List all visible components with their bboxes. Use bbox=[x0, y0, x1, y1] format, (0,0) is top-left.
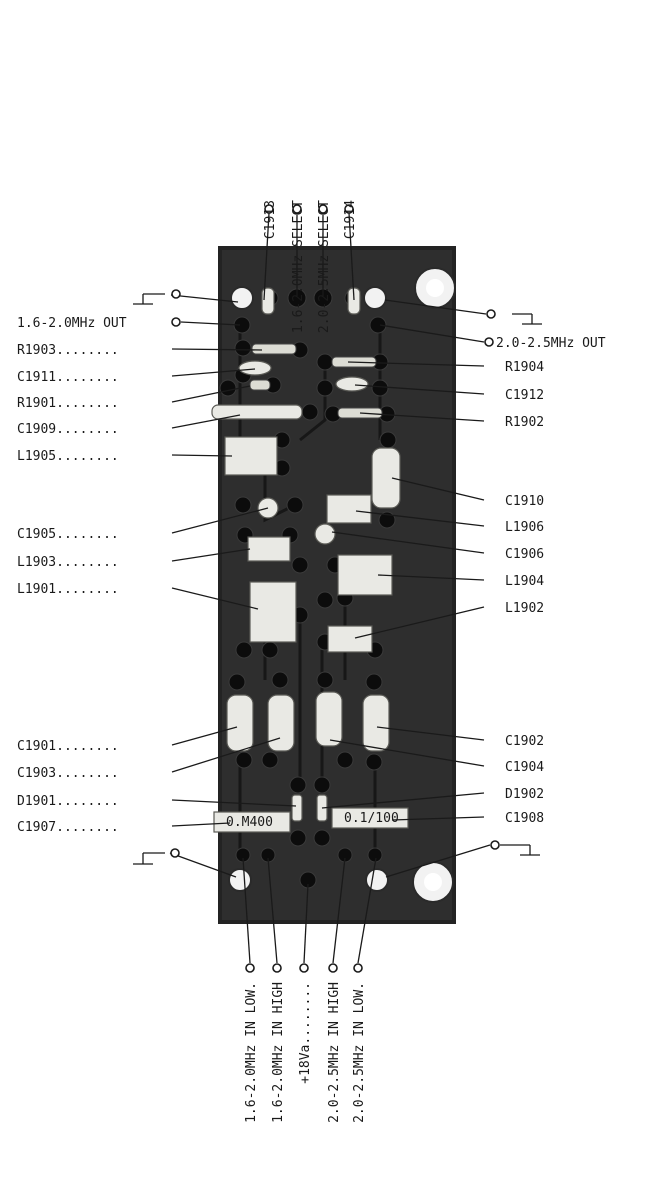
c1906-part bbox=[314, 523, 336, 545]
c1907-part bbox=[213, 811, 291, 833]
label-in-20-high: 2.0-2.5MHz IN HIGH bbox=[327, 982, 342, 1123]
l1903-part bbox=[247, 536, 291, 562]
terminals bbox=[170, 204, 500, 973]
c1913-part bbox=[261, 287, 275, 315]
label-c1914: C1914 bbox=[343, 200, 358, 239]
label-l1901: L1901........ bbox=[17, 582, 119, 597]
label-l1902: L1902 bbox=[505, 601, 544, 616]
c1909-part bbox=[211, 404, 303, 420]
label-c1909: C1909........ bbox=[17, 422, 119, 437]
label-c1910: C1910 bbox=[505, 494, 544, 509]
label-c1901: C1901........ bbox=[17, 739, 119, 754]
c1914-part bbox=[347, 287, 361, 315]
label-c1905: C1905........ bbox=[17, 527, 119, 542]
label-c1913: C1913 bbox=[263, 200, 278, 239]
label-in-20-low: 2.0-2.5MHz IN LOW. bbox=[352, 982, 367, 1123]
label-18va: +18Va........ bbox=[298, 982, 313, 1084]
r1901-part bbox=[249, 379, 271, 391]
c1907-marking: 0.M400 bbox=[226, 815, 273, 830]
label-l1905: L1905........ bbox=[17, 449, 119, 464]
c1901-part bbox=[226, 694, 254, 752]
label-c1911: C1911........ bbox=[17, 370, 119, 385]
label-c1903: C1903........ bbox=[17, 766, 119, 781]
l1905-part bbox=[224, 436, 278, 476]
c1904-part bbox=[315, 691, 343, 747]
label-c1906: C1906 bbox=[505, 547, 544, 562]
label-in-16-low: 1.6-2.0MHz IN LOW. bbox=[244, 982, 259, 1123]
d1901-part bbox=[291, 794, 303, 822]
label-l1904: L1904 bbox=[505, 574, 544, 589]
c1912-part bbox=[335, 376, 369, 392]
l1901-part bbox=[249, 581, 297, 643]
leader-lines bbox=[133, 212, 542, 964]
right-labels: 2.0-2.5MHz OUT R1904 C1912 R1902 C1910 L… bbox=[496, 336, 606, 826]
label-out-20: 2.0-2.5MHz OUT bbox=[496, 336, 606, 351]
label-l1906: L1906 bbox=[505, 520, 544, 535]
label-sel-16: 1.6-2.0MHz SELECT bbox=[291, 200, 306, 333]
c1910-part bbox=[371, 447, 401, 509]
label-d1901: D1901........ bbox=[17, 794, 119, 809]
label-in-16-high: 1.6-2.0MHz IN HIGH bbox=[271, 982, 286, 1123]
label-c1908: C1908 bbox=[505, 811, 544, 826]
label-sel-20: 2.0-2.5MHz SELECT bbox=[317, 200, 332, 333]
bottom-labels: 1.6-2.0MHz IN LOW. 1.6-2.0MHz IN HIGH +1… bbox=[244, 982, 367, 1123]
c1903-part bbox=[267, 694, 295, 752]
c1908-marking: 0.1/100 bbox=[344, 811, 399, 826]
label-d1902: D1902 bbox=[505, 787, 544, 802]
left-labels: 1.6-2.0MHz OUT R1903........ C1911......… bbox=[17, 316, 127, 835]
label-c1912: C1912 bbox=[505, 388, 544, 403]
label-out-16: 1.6-2.0MHz OUT bbox=[17, 316, 127, 331]
l1906-part bbox=[326, 494, 372, 524]
label-c1907: C1907........ bbox=[17, 820, 119, 835]
label-c1902: C1902 bbox=[505, 734, 544, 749]
pcb-components: 0.M400 0.1/100 bbox=[211, 287, 409, 833]
top-labels: C1913 1.6-2.0MHz SELECT 2.0-2.5MHz SELEC… bbox=[263, 200, 358, 333]
label-r1902: R1902 bbox=[505, 415, 544, 430]
c1911-part bbox=[238, 360, 272, 376]
c1902-part bbox=[362, 694, 390, 752]
label-l1903: L1903........ bbox=[17, 555, 119, 570]
label-r1904: R1904 bbox=[505, 360, 544, 375]
label-r1903: R1903........ bbox=[17, 343, 119, 358]
l1902-part bbox=[327, 625, 373, 653]
label-c1904: C1904 bbox=[505, 760, 544, 775]
r1903-part bbox=[251, 343, 297, 355]
c1908-part bbox=[331, 807, 409, 829]
label-r1901: R1901........ bbox=[17, 396, 119, 411]
